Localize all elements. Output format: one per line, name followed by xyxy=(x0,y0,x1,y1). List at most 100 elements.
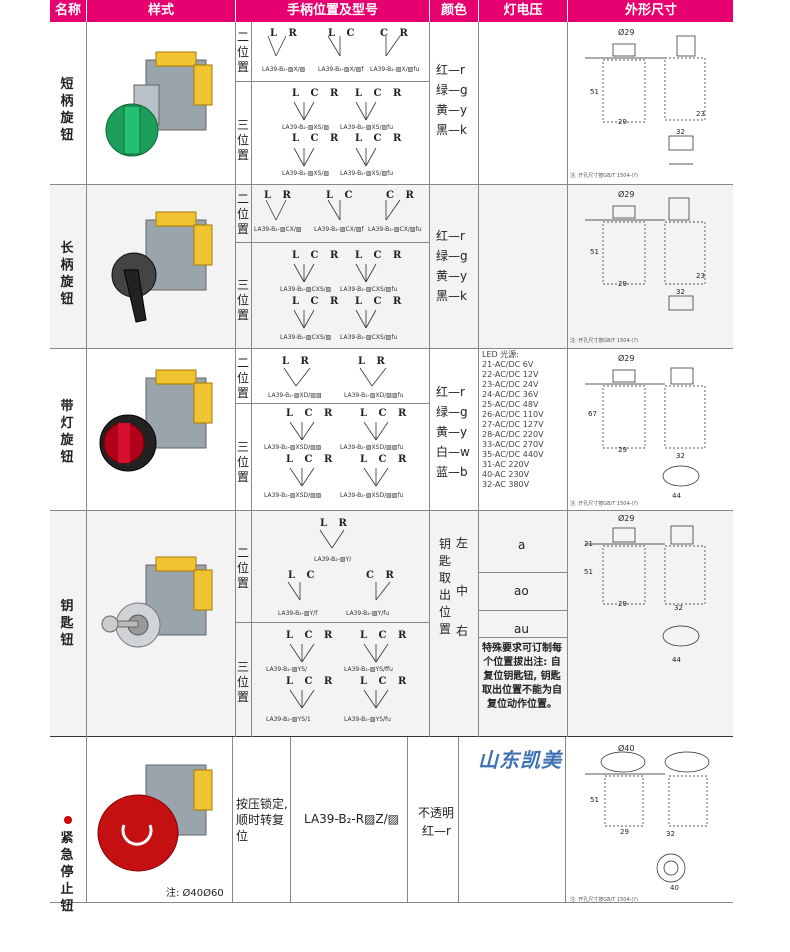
dim-note: 注: 开孔尺寸按GB/T 1504-(?) xyxy=(570,897,638,903)
color-item: 黑—k xyxy=(436,289,467,303)
key-code: au xyxy=(514,622,529,636)
dim-label: 32 xyxy=(666,830,675,838)
model-code: LA39-B₂-▨XSD/▨▨ xyxy=(264,444,322,451)
sub-divider xyxy=(478,637,567,638)
color-item: 黑—k xyxy=(436,123,467,137)
model-code: LA39-B₂-▨Y/f xyxy=(278,610,318,617)
key-code: a xyxy=(518,538,526,552)
color-item: 绿—g xyxy=(436,249,468,263)
emergency-color2: 红—r xyxy=(422,824,451,838)
model-code: LA39-B₂-▨XD/▨▨ xyxy=(268,392,322,399)
voltage-item: 27-AC/DC 127V xyxy=(482,420,544,429)
key-right: 右 xyxy=(456,624,469,638)
color-list: 红—r 绿—g 黄—y 黑—k xyxy=(436,60,468,140)
row-name-long-knob: 长柄旋钮 xyxy=(60,241,74,307)
switch-letters: L R xyxy=(264,190,295,201)
model-code: LA39-B₂-▨XD/▨▨fu xyxy=(344,392,404,399)
model-code: LA39-B₂-▨CX/▨fu xyxy=(368,226,422,233)
col-divider xyxy=(565,737,566,902)
dim-label: 21 xyxy=(584,540,593,548)
switch-letters: L C R xyxy=(286,408,337,419)
switch-letters: L C R xyxy=(360,630,411,641)
dim-label: Ø29 xyxy=(618,190,635,199)
model-code: LA39-B₂-▨X/▨f xyxy=(318,66,364,73)
pos2-label: 二位置 xyxy=(236,356,249,400)
key-knob-photo xyxy=(101,556,213,648)
switch-diagram xyxy=(293,101,377,167)
dim-label: 29 xyxy=(618,280,627,288)
color-item: 绿—g xyxy=(436,405,468,419)
switch-diagram xyxy=(289,643,389,709)
switch-letters: L R xyxy=(282,356,313,367)
voltage-item: 32-AC 380V xyxy=(482,480,530,489)
switch-letters: L C xyxy=(328,28,359,39)
model-code: LA39-B₂-▨X/▨ xyxy=(262,66,306,73)
row-divider xyxy=(50,184,733,185)
col-divider xyxy=(478,22,479,737)
dim-label: 32 xyxy=(676,452,685,460)
switch-diagram xyxy=(265,199,401,221)
dim-note: 注: 开孔尺寸按GB/T 1504-(?) xyxy=(570,173,638,179)
header-name: 名称 xyxy=(54,3,81,18)
col-divider xyxy=(290,737,291,902)
switch-diagram xyxy=(287,581,391,601)
switch-letters: L C R xyxy=(355,133,406,144)
voltage-item: 24-AC/DC 36V xyxy=(482,390,539,399)
dim-note: 注: 开孔尺寸按GB/T 1504-(?) xyxy=(570,501,638,507)
model-code: LA39-B₂-▨XSD/▨▨fu xyxy=(340,492,404,499)
model-code: LA39-B₂-▨YS/ffu xyxy=(344,666,393,673)
color-item: 黄—y xyxy=(436,103,468,117)
switch-letters: L C R xyxy=(292,133,343,144)
row-name-emergency: 紧急停止钮 xyxy=(60,831,74,914)
switch-diagram xyxy=(293,263,377,329)
long-knob-photo xyxy=(111,211,213,323)
pos3-label: 三位置 xyxy=(236,118,249,162)
model-code: LA39-B₂-▨CX/▨ xyxy=(254,226,302,233)
voltage-item: 28-AC/DC 220V xyxy=(482,430,544,439)
dim-label: 29 xyxy=(618,446,627,454)
switch-letters: C R xyxy=(386,190,418,201)
key-note: 特殊要求可订制每个位置拔出注: 自复位钥匙钮, 钥匙取出位置不能为自复位动作位置… xyxy=(482,643,562,710)
sub-divider xyxy=(478,572,567,573)
dim-label: 51 xyxy=(584,568,593,576)
col-divider xyxy=(429,22,430,737)
col-divider xyxy=(458,737,459,902)
switch-letters: L C R xyxy=(355,88,406,99)
color-item: 红—r xyxy=(436,63,465,77)
row-name-lit-knob: 带灯旋钮 xyxy=(60,399,74,465)
pos2-label: 二位置 xyxy=(236,30,249,74)
col-divider xyxy=(567,22,568,737)
switch-letters: L C R xyxy=(355,296,406,307)
sub-divider xyxy=(235,81,429,82)
voltage-item: LED 光源: xyxy=(482,350,519,359)
model-code: LA39-B₂-▨XS/▨ xyxy=(282,124,330,131)
model-code: LA39-B₂-▨Y/ xyxy=(314,556,352,563)
model-code: LA39-B₂-▨CXS/▨ xyxy=(280,286,332,293)
dim-label: 44 xyxy=(672,492,681,500)
table-header: 名称 样式 手柄位置及型号 颜色 灯电压 外形尺寸 xyxy=(50,0,733,22)
pos2-label: 二位置 xyxy=(236,546,249,590)
voltage-item: 31-AC 220V xyxy=(482,460,530,469)
voltage-item: 22-AC/DC 12V xyxy=(482,370,539,379)
model-code: LA39-B₂-▨CXS/▨fu xyxy=(340,334,398,341)
color-item: 黄—y xyxy=(436,425,468,439)
color-item: 红—r xyxy=(436,385,465,399)
dim-label: 29 xyxy=(618,118,627,126)
dimension-drawing xyxy=(585,197,706,311)
header-position: 手柄位置及型号 xyxy=(235,0,429,22)
dim-label: 51 xyxy=(590,88,599,96)
row-name-key-knob: 钥匙钮 xyxy=(60,599,74,648)
col-divider xyxy=(235,22,236,737)
pos3-label: 三位置 xyxy=(236,278,249,322)
dim-label: 51 xyxy=(590,796,599,804)
switch-letters: L C R xyxy=(292,88,343,99)
dim-label: 32 xyxy=(676,128,685,136)
switch-letters: L C R xyxy=(355,250,406,261)
emergency-dot-icon xyxy=(64,816,72,824)
color-list: 红—r 绿—g 黄—y 黑—k xyxy=(436,226,468,306)
switch-letters: L C R xyxy=(286,630,337,641)
product-table xyxy=(50,22,733,738)
dimension-drawing xyxy=(585,367,706,487)
switch-letters: L R xyxy=(270,28,301,39)
dim-label: Ø29 xyxy=(618,28,635,37)
